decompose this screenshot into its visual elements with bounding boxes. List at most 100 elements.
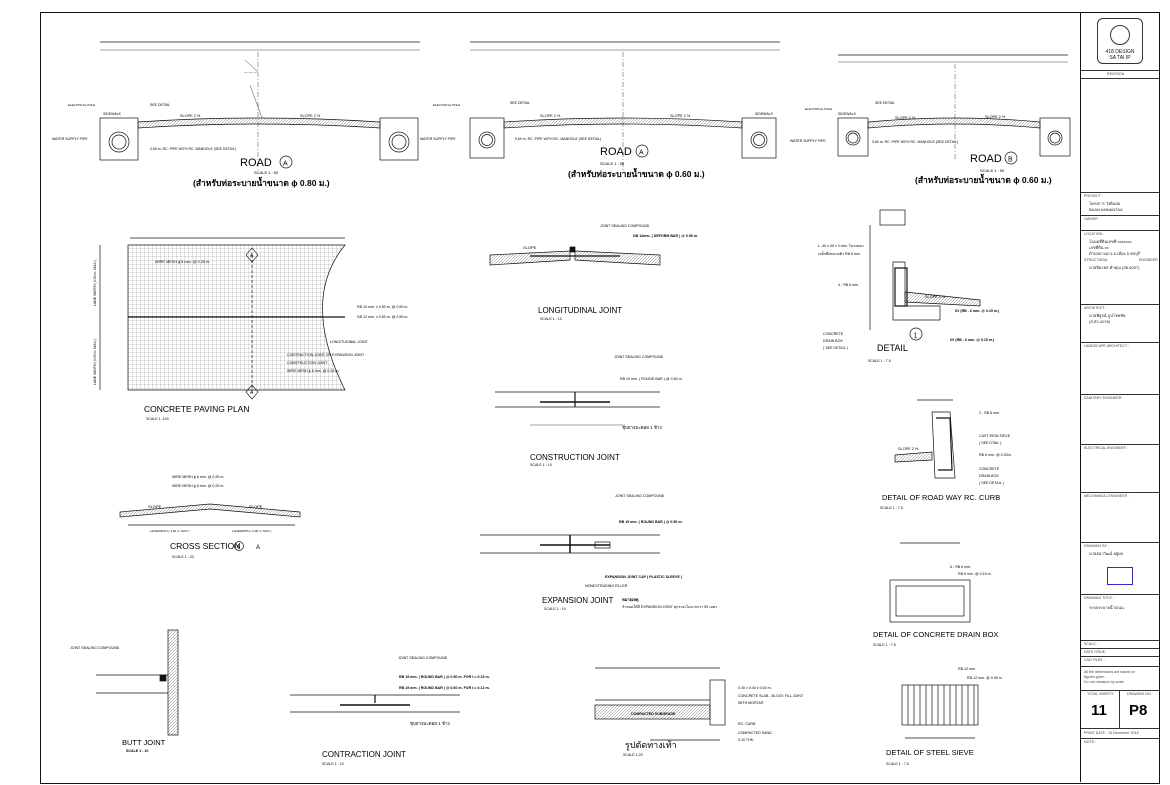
curb-detail <box>894 399 956 479</box>
cross-marker-2: A <box>256 545 260 551</box>
signature <box>1107 567 1133 585</box>
cross-marker-1: A <box>237 544 241 550</box>
d1-note-4: SLOPE 2 % <box>925 295 946 299</box>
drawn-value: นายธนาวัฒน์ อยู่ผล <box>1089 551 1123 556</box>
total-sheets-value: 11 <box>1091 702 1107 719</box>
project-label: PROJECT : <box>1084 194 1103 198</box>
long-title: LONGITUDINAL JOINT <box>538 306 622 315</box>
d1-title: DETAIL <box>877 343 908 353</box>
contr-note-3: RB 19 mm. ( ROUND BAR ) @ 0.60 m. FOR t … <box>399 686 490 690</box>
curb-note-4: RB 6 mm. @ 0.20m. <box>979 453 1012 457</box>
expansion-joint <box>480 534 660 554</box>
road-a2-pole: ELECTRICAL POLE <box>433 103 460 107</box>
drawing-title-value: ระบบระบายน้ำ/ถนน <box>1089 605 1124 610</box>
cross-note-2: WIRE MESH ϕ 6 mm. @ 0.25 m. <box>172 484 224 488</box>
location-value-3: ตำบลบางนาง อ.เมือง จ.ชลบุรี <box>1089 251 1140 256</box>
curb-note-3: ( SEE DTAIL ) <box>979 441 1001 445</box>
sw-scale: SCALE 1:20 <box>623 753 643 757</box>
expan-note-2: RB 19 mm. ( ROUND BAR ) @ 0.50 m. <box>619 520 683 524</box>
road-section-a2 <box>469 41 780 170</box>
sw-note-2: CONCRETE SLAB - BLOCK FILL JOINT <box>738 694 804 698</box>
expan-note-1: JOINT SEALING COMPOUND <box>615 494 665 498</box>
road-a2-note: (สำหรับท่อระบายน้ำขนาด ϕ 0.60 ม.) <box>568 167 705 179</box>
road-a1-title: ROAD <box>240 157 272 169</box>
constr-note-2: RB 19 mm. ( ROUND BAR ) @ 0.50 m. <box>620 377 683 381</box>
drawing-title-label: DRAWING TITLE : <box>1084 596 1114 600</box>
architect-value-2: (ส.สถ.4078) <box>1089 319 1111 324</box>
constr-title: CONSTRUCTION JOINT <box>530 453 620 462</box>
butt-note-1: JOINT SEALING COMPOUND <box>70 646 120 650</box>
road-b-pipe: 0.60 m. RC. PIPE WITH RC. MANHOLE (SEE D… <box>872 140 958 144</box>
road-b-note: (สำหรับท่อระบายน้ำขนาด ϕ 0.60 ม.) <box>915 173 1052 185</box>
curb-note-1: 2 - RB 6 mm. <box>979 411 1000 415</box>
constr-scale: SCALE 1 : 10 <box>530 463 552 467</box>
expan-note-5: หมายเหตุ <box>622 597 639 603</box>
project-value-1: โครงการ วังดินสอ <box>1089 201 1121 206</box>
curb-slope: SLOPE 2 % <box>898 447 919 451</box>
road-a2-scale: SCALE 1 : 50 <box>600 161 625 166</box>
sw-title: รูปตัดทางเท้า <box>625 740 677 751</box>
long-slope: SLOPE <box>523 245 537 250</box>
road-a1-sidewalk: SIDEWALK <box>103 112 122 116</box>
cross-slope-l: SLOPE <box>148 504 162 509</box>
drain-note-2: RB 6 mm. @ 0.15 m. <box>958 572 992 576</box>
d1-note-1: L -40 x 40 x 3 mm. โครงขอบ <box>818 243 864 248</box>
road-a2-sidewalk: SIDEWALK <box>755 112 774 116</box>
paving-note-1: WIRE MESH ϕ 6 mm. @ 0.25 m. <box>155 260 210 264</box>
road-a1-pipe: 0.80 m. RC. PIPE WITH RC. MANHOLE (SEE D… <box>150 147 236 151</box>
butt-title: BUTT JOINT <box>122 738 166 747</box>
road-a1-pole: ELECTRICAL POLE <box>68 103 95 107</box>
cross-section <box>119 503 301 551</box>
d1-marker: 1 <box>914 333 918 340</box>
road-b-slope-r: SLOPE 2 % <box>985 115 1006 119</box>
disclaimer-3: Do not measure by scale <box>1084 680 1124 684</box>
road-a1-water: WATER SUPPLY PIPE <box>52 137 88 141</box>
long-note-2: DB 12mm. ( DEFORM BAR ) @ 0.50 m. <box>633 234 698 238</box>
road-a2-marker: A <box>639 150 644 157</box>
cross-title: CROSS SECTION <box>170 541 240 551</box>
location-value-2: เลขที่ดิน xx <box>1089 245 1109 250</box>
road-a1-scale: SCALE 1 : 50 <box>254 170 279 175</box>
paving-note-4: LONGITUDINAL JOINT <box>330 340 369 344</box>
drawn-label: DRAWING BY : <box>1084 544 1109 548</box>
road-b-slope-l: SLOPE 2 % <box>895 116 916 120</box>
sw-note-7: COMPACTED SUBGRADE <box>631 712 676 716</box>
expan-note-3: EXPANSION JOINT CAP ( PLASTIC SLEEVE ) <box>605 575 683 579</box>
drawing-no-value: P8 <box>1129 702 1148 719</box>
paving-note-3: DB 12 mm. x 0.50 m. @ 0.50 m. <box>357 315 408 319</box>
project-value-2: BAAN AMNANTAA <box>1089 207 1123 212</box>
engineer-label: ENGINEER <box>1139 258 1158 262</box>
road-a2-pipe: 0.60 m. RC. PIPE WITH RC. MANHOLE (SEE D… <box>515 137 601 141</box>
long-note-1: JOINT SEALING COMPOUND <box>600 224 650 228</box>
road-a1-see-detail: SEE DETAIL <box>150 103 170 107</box>
road-a2-see-detail: SEE DETAIL <box>510 101 530 105</box>
scale-label: SCALE : <box>1084 642 1098 646</box>
cross-width-1: LANEWIDTH ( 4.00 m. MAX ) <box>150 529 190 533</box>
long-scale: SCALE 1 : 10 <box>540 317 562 321</box>
detail-1 <box>869 209 981 341</box>
curb-scale: SCALE 1 : 7.5 <box>880 506 903 510</box>
d1-note-6: 6V (RB - 6 mm. @ 0.15 m.) <box>950 338 995 342</box>
paving-scale: SCALE 1 :100 <box>146 417 169 421</box>
drawing-canvas: — — — WATER SUPPLY PIPE ELECTRICAL POLE … <box>52 41 1071 766</box>
contr-scale: SCALE 1 : 10 <box>322 762 344 766</box>
road-a2-water: WATER SUPPLY PIPE <box>420 137 456 141</box>
paving-note-5: CONTRACTION JOINT OR EXPANSION JOINT <box>287 353 365 357</box>
owner-label: OWNER : <box>1084 217 1100 221</box>
paving-lane-1: LANE WIDTH (4.00 m. MAX.) <box>93 260 97 306</box>
paving-title: CONCRETE PAVING PLAN <box>144 404 249 414</box>
electrical-label: ELECTRICAL ENGINEER : <box>1084 446 1128 450</box>
curb-title: DETAIL OF ROAD WAY RC. CURB <box>882 493 1000 502</box>
road-b-see-detail: SEE DETAIL <box>875 101 895 105</box>
constr-note-3: ชุบยางมะตอย 1 ข้าง <box>622 425 662 431</box>
road-b-sidewalk: SIDEWALK <box>838 112 857 116</box>
road-b-title: ROAD <box>970 153 1002 165</box>
road-a1-slope-r: SLOPE 2 % <box>300 114 321 118</box>
drain-note-1: 6 - RB 6 mm. <box>950 565 971 569</box>
road-b-pole: ELECTRICAL POLE <box>805 107 832 111</box>
sieve-note-1: RB-12 mm. <box>958 667 976 671</box>
expan-note-4: NONEXTRUDING FILLER <box>585 584 628 588</box>
sheet-border <box>40 12 1160 784</box>
cross-scale: SCALE 1 : 20 <box>172 555 194 559</box>
road-a1-notes: — — — <box>244 70 257 74</box>
